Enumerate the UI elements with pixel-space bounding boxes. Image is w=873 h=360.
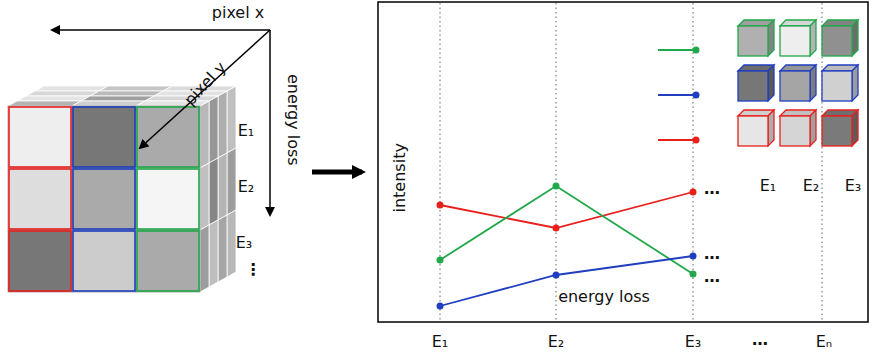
inset-voxel-side: [852, 110, 858, 146]
voxel-side: [227, 86, 236, 153]
data-cube: [8, 86, 236, 292]
inset-voxels: [738, 20, 858, 146]
voxel-top: [81, 96, 154, 101]
pixel-y-axis: [140, 30, 270, 148]
voxel-side: [227, 148, 236, 215]
energy-axis: [269, 30, 271, 215]
inset-label: E₂: [803, 177, 820, 195]
tick-label: E₂: [548, 333, 565, 351]
inset-voxel: [738, 26, 768, 56]
inset-voxel-side: [768, 65, 774, 101]
tick-label: E₁: [432, 333, 449, 351]
inset-voxel-side: [810, 65, 816, 101]
voxel-side: [209, 158, 218, 225]
voxel-outline: [9, 107, 71, 167]
voxel-outline: [137, 107, 199, 167]
voxel-outline: [73, 107, 135, 167]
voxel: [136, 106, 200, 168]
voxel: [136, 230, 200, 292]
blue-spectrum: [440, 256, 693, 306]
ellipsis: …: [752, 331, 768, 349]
tick-label: E₃: [685, 333, 702, 351]
voxel-side: [218, 91, 227, 158]
transform-arrow: [312, 170, 362, 175]
inset-voxel: [780, 26, 810, 56]
axis-label: pixel x: [212, 4, 264, 22]
inset-voxel: [822, 116, 852, 146]
voxel-top: [26, 91, 99, 96]
voxel-top: [8, 101, 81, 106]
inset-voxel: [780, 71, 810, 101]
inset-voxel: [738, 116, 768, 146]
voxel-top: [17, 96, 90, 101]
voxel-outline: [9, 169, 71, 229]
voxel-top: [90, 91, 163, 96]
voxel: [8, 168, 72, 230]
voxel-outline: [73, 231, 135, 291]
inset-lines: [658, 47, 700, 144]
inset-voxel-side: [852, 65, 858, 101]
inset-voxel-side: [768, 110, 774, 146]
axis-label: energy loss: [284, 74, 302, 166]
plot-frame: [378, 2, 868, 322]
ellipsis: …: [704, 245, 720, 263]
inset-voxel: [738, 71, 768, 101]
voxel-side: [227, 210, 236, 277]
inset-voxel-side: [810, 20, 816, 56]
axis-title: intensity: [391, 143, 409, 212]
voxel: [72, 168, 136, 230]
ellipsis: …: [704, 180, 720, 198]
voxel-outline: [9, 231, 71, 291]
inset-label: E₃: [845, 177, 862, 195]
voxel: [72, 106, 136, 168]
voxel-outline: [137, 169, 199, 229]
voxel-top: [99, 86, 172, 91]
voxel: [8, 106, 72, 168]
inset-voxel: [780, 116, 810, 146]
ellipsis: ⋮: [245, 261, 261, 279]
pixel-x-axis: [52, 29, 270, 31]
slice-label: E₂: [238, 178, 255, 196]
voxel-side: [209, 96, 218, 163]
voxel-side: [200, 163, 209, 230]
red-spectrum: [440, 192, 693, 228]
voxel-top: [72, 101, 145, 106]
voxel-top: [35, 86, 108, 91]
inset-voxel-side: [768, 20, 774, 56]
voxel: [72, 230, 136, 292]
voxel-side: [200, 101, 209, 168]
inset-label: E₁: [760, 177, 777, 195]
voxel-side: [218, 153, 227, 220]
voxel: [8, 230, 72, 292]
axis-title: energy loss: [558, 288, 650, 306]
voxel-side: [209, 220, 218, 287]
voxel-outline: [73, 169, 135, 229]
inset-voxel-side: [810, 110, 816, 146]
slice-label: E₁: [238, 122, 255, 140]
tick-label: Eₙ: [816, 333, 832, 351]
ellipsis: …: [704, 268, 720, 286]
inset-voxel-side: [852, 20, 858, 56]
voxel-outline: [137, 231, 199, 291]
voxel: [136, 168, 200, 230]
inset-voxel: [822, 71, 852, 101]
spectrum-points: [437, 183, 697, 310]
inset-voxel: [822, 26, 852, 56]
voxel-side: [218, 215, 227, 282]
grid-lines: [440, 3, 822, 321]
voxel-side: [200, 225, 209, 292]
slice-label: E₃: [236, 234, 253, 252]
